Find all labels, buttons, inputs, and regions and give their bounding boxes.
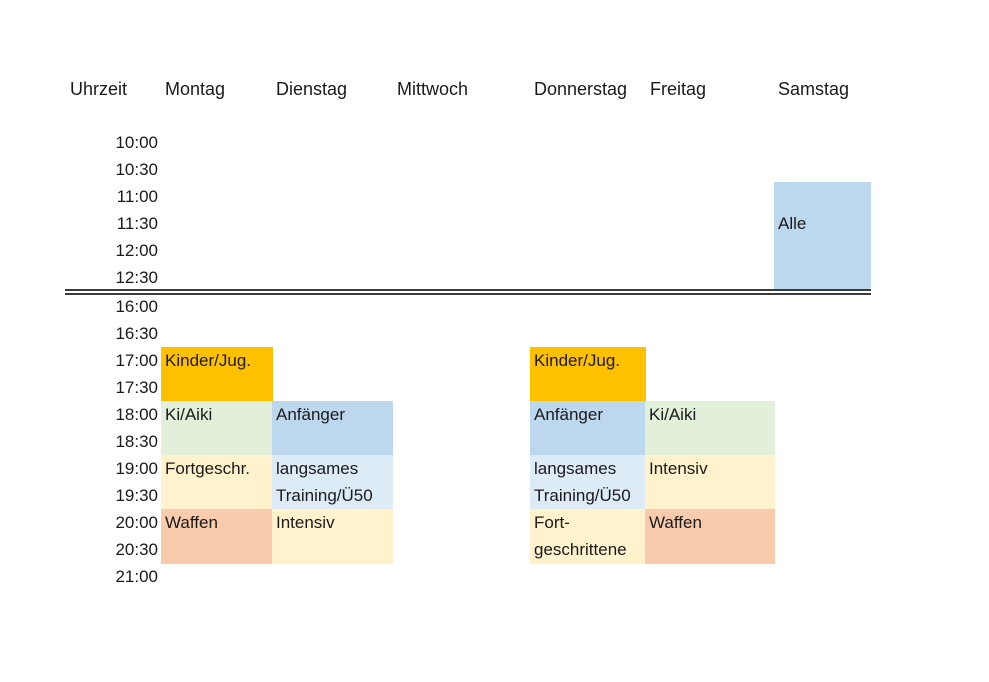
block-dienstag-anfaenger: Anfänger bbox=[272, 401, 393, 455]
block-label: Waffen bbox=[165, 513, 218, 532]
block-freitag-waffen: Waffen bbox=[645, 509, 775, 564]
block-label: geschrittene bbox=[534, 540, 627, 559]
divider-line bbox=[65, 293, 871, 295]
header-mittwoch: Mittwoch bbox=[397, 79, 469, 99]
block-dienstag-langsames: langsames Training/Ü50 bbox=[272, 455, 393, 509]
time-label: 11:30 bbox=[116, 214, 158, 233]
time-label: 11:00 bbox=[116, 187, 158, 206]
block-label: Fortgeschr. bbox=[165, 459, 251, 478]
time-label: 20:30 bbox=[115, 540, 158, 559]
header-freitag: Freitag bbox=[650, 79, 707, 99]
block-samstag-alle: Alle bbox=[774, 182, 871, 289]
block-label: Fort- bbox=[534, 513, 570, 532]
block-dienstag-intensiv: Intensiv bbox=[272, 509, 393, 564]
block-label: Intensiv bbox=[276, 513, 335, 532]
block-freitag-kiaiki: Ki/Aiki bbox=[645, 401, 775, 455]
block-label: Training/Ü50 bbox=[276, 486, 373, 505]
block-freitag-intensiv: Intensiv bbox=[645, 455, 775, 509]
time-label: 16:30 bbox=[115, 324, 158, 343]
block-label: Kinder/Jug. bbox=[534, 351, 620, 370]
block-montag-waffen: Waffen bbox=[161, 509, 273, 564]
block-donnerstag-fortgeschrittene: Fort- geschrittene bbox=[530, 509, 646, 564]
block-label: Ki/Aiki bbox=[165, 405, 213, 424]
time-label: 10:00 bbox=[115, 133, 158, 152]
block-label: langsames bbox=[534, 459, 617, 478]
divider-line bbox=[65, 289, 871, 291]
header-montag: Montag bbox=[165, 79, 226, 99]
block-donnerstag-langsames: langsames Training/Ü50 bbox=[530, 455, 646, 509]
block-label: Waffen bbox=[649, 513, 702, 532]
block-label: Kinder/Jug. bbox=[165, 351, 251, 370]
block-label: Anfänger bbox=[534, 405, 603, 424]
block-label: langsames bbox=[276, 459, 359, 478]
header-dienstag: Dienstag bbox=[276, 79, 348, 99]
time-label: 18:30 bbox=[115, 432, 158, 451]
block-label: Ki/Aiki bbox=[649, 405, 697, 424]
header-uhrzeit: Uhrzeit bbox=[70, 79, 128, 99]
block-label: Intensiv bbox=[649, 459, 708, 478]
time-label: 12:00 bbox=[115, 241, 158, 260]
block-label: Training/Ü50 bbox=[534, 486, 631, 505]
time-label: 18:00 bbox=[115, 405, 158, 424]
block-montag-kiaiki: Ki/Aiki bbox=[161, 401, 273, 455]
block-donnerstag-kinder: Kinder/Jug. bbox=[530, 347, 646, 401]
time-label: 10:30 bbox=[115, 160, 158, 179]
block-label: Anfänger bbox=[276, 405, 345, 424]
block-montag-fortgeschr: Fortgeschr. bbox=[161, 455, 273, 509]
time-label: 19:00 bbox=[115, 459, 158, 478]
time-label: 20:00 bbox=[115, 513, 158, 532]
block-label: Alle bbox=[778, 214, 807, 233]
block-donnerstag-anfaenger: Anfänger bbox=[530, 401, 646, 455]
time-label: 17:30 bbox=[115, 378, 158, 397]
header-samstag: Samstag bbox=[778, 79, 850, 99]
header-donnerstag: Donnerstag bbox=[534, 79, 628, 99]
time-label: 17:00 bbox=[115, 351, 158, 370]
time-label: 19:30 bbox=[115, 486, 158, 505]
block-montag-kinder: Kinder/Jug. bbox=[161, 347, 273, 401]
time-label: 12:30 bbox=[115, 268, 158, 287]
time-label: 16:00 bbox=[115, 297, 158, 316]
time-label: 21:00 bbox=[115, 567, 158, 586]
